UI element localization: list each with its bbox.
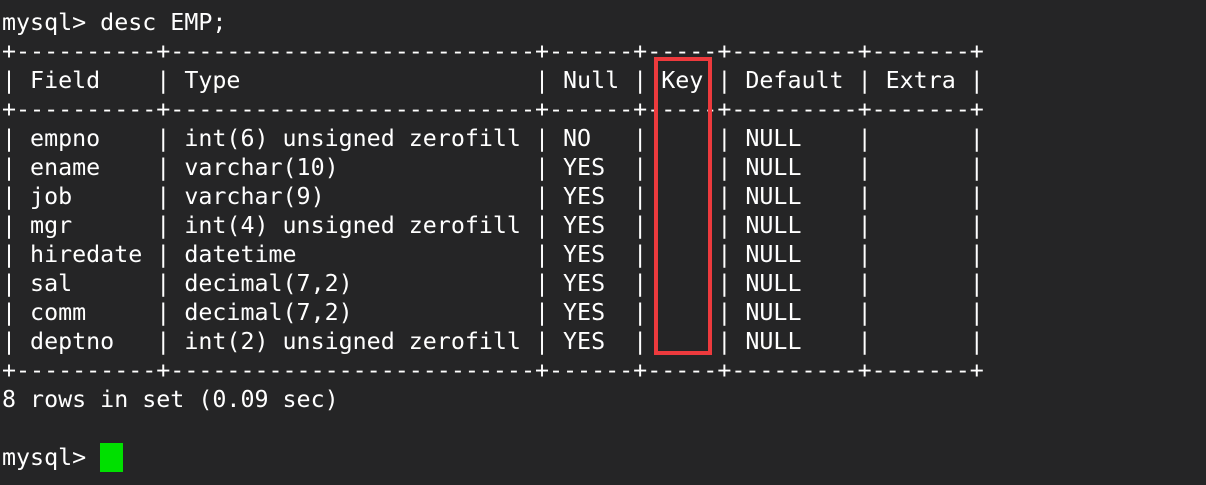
mysql-prompt: mysql> <box>2 444 87 471</box>
entered-command: desc EMP; <box>100 9 227 36</box>
terminal-cursor <box>100 443 123 472</box>
input-line[interactable]: mysql> <box>2 443 1206 472</box>
mysql-prompt: mysql> <box>2 9 87 36</box>
query-result: +----------+--------------------------+-… <box>2 38 984 384</box>
blank-line <box>2 414 1206 443</box>
status-line: 8 rows in set (0.09 sec) <box>2 386 339 413</box>
command-line: mysql> desc EMP; <box>2 8 1206 37</box>
